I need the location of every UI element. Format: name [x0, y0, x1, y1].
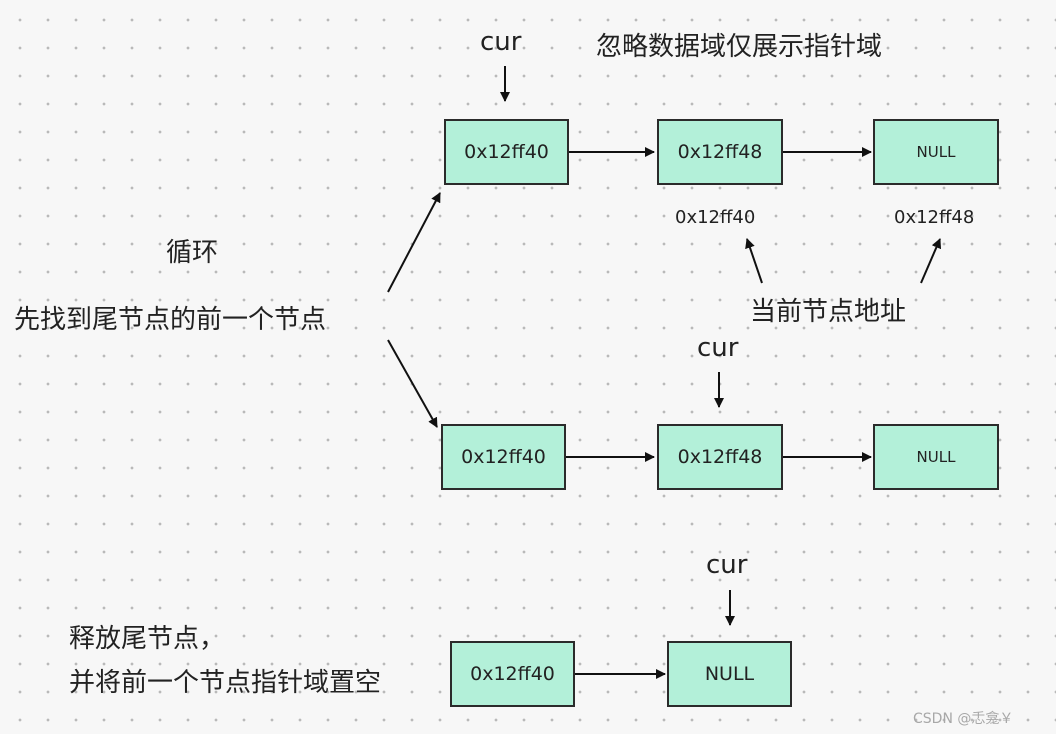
node-row1-3: NULL	[873, 119, 999, 185]
cur-label-row2: cur	[697, 333, 739, 363]
watermark: CSDN @忎龛￥	[913, 711, 1014, 727]
node-row2-1: 0x12ff40	[441, 424, 566, 490]
node-row1-3-text: NULL	[916, 143, 956, 161]
node-row2-3-text: NULL	[916, 448, 956, 466]
node-row2-3: NULL	[873, 424, 999, 490]
node-row3-1: 0x12ff40	[450, 641, 575, 707]
cur-label-row1: cur	[480, 27, 522, 57]
node-row2-2: 0x12ff48	[657, 424, 783, 490]
node-row3-2: NULL	[667, 641, 792, 707]
loop-label: 循环	[166, 238, 219, 268]
address-label-node3: 0x12ff48	[894, 207, 975, 228]
cur-label-row3: cur	[706, 550, 748, 580]
branch-arrow-up	[387, 192, 441, 293]
node-row1-1-text: 0x12ff40	[464, 141, 549, 163]
addr-arrow-1	[745, 238, 763, 284]
branch-arrow-down	[387, 339, 438, 428]
node-row1-2-text: 0x12ff48	[677, 141, 763, 163]
release-label-line2: 并将前一个节点指针域置空	[69, 668, 382, 698]
find-prev-node-label: 先找到尾节点的前一个节点	[14, 305, 327, 335]
node-row2-1-text: 0x12ff40	[461, 446, 546, 468]
node-row1-2: 0x12ff48	[657, 119, 783, 185]
current-address-label: 当前节点地址	[750, 297, 907, 327]
release-label-line1: 释放尾节点，	[69, 624, 226, 654]
node-row1-1: 0x12ff40	[444, 119, 569, 185]
node-row3-2-text: NULL	[704, 663, 755, 685]
diagram-title: 忽略数据域仅展示指针域	[596, 32, 883, 62]
address-label-node2: 0x12ff40	[675, 207, 756, 228]
node-row3-1-text: 0x12ff40	[470, 663, 555, 685]
node-row2-2-text: 0x12ff48	[677, 446, 763, 468]
addr-arrow-2	[920, 238, 942, 284]
